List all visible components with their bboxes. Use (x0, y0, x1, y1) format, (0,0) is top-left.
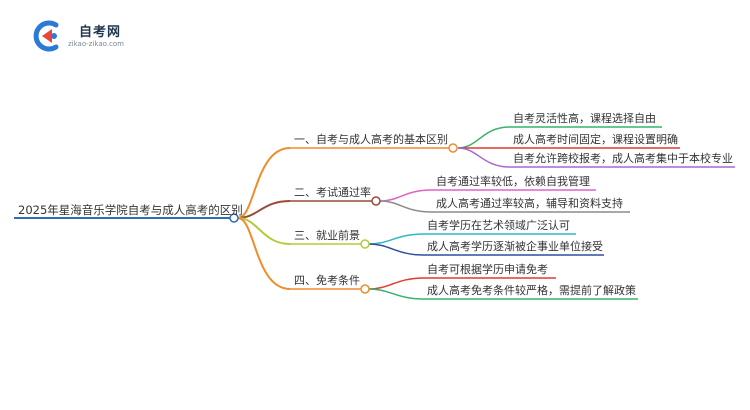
logo-title: 自考网 (79, 25, 122, 40)
branch-3-label[interactable]: 三、就业前景 (294, 229, 360, 242)
logo-url: zikao-zikao.com (68, 40, 124, 48)
branch-1-label[interactable]: 一、自考与成人高考的基本区别 (294, 133, 448, 146)
leaf-3-1-label[interactable]: 自考学历在艺术领域广泛认可 (427, 219, 570, 232)
connector-leaf-3-1 (368, 233, 425, 245)
connector-leaf-3-2 (368, 243, 425, 256)
branch-2-label[interactable]: 二、考试通过率 (294, 186, 371, 199)
branch-4-label[interactable]: 四、免考条件 (294, 274, 360, 287)
leaf-1-3-label[interactable]: 自考允许跨校报考，成人高考集中于本校专业 (513, 152, 733, 165)
logo-emblem-icon (33, 20, 59, 52)
leaf-2-2-label[interactable]: 成人高考通过率较高，辅导和资料支持 (436, 197, 623, 210)
connector-leaf-4-1 (368, 277, 425, 290)
leaf-2-1-label[interactable]: 自考通过率较低，依赖自我管理 (436, 175, 590, 188)
leaf-1-1-label[interactable]: 自考灵活性高，课程选择自由 (513, 112, 656, 125)
connector-leaf-2-1 (379, 189, 433, 202)
connector-leaf-4-2 (368, 288, 425, 300)
mindmap-root-label[interactable]: 2025年星海音乐学院自考与成人高考的区别 (18, 203, 243, 217)
connector-leaf-2-2 (379, 200, 433, 213)
connector-leaf-1-1 (457, 126, 511, 149)
branch-3-collapse-knob (360, 239, 370, 249)
connector-branch-2 (237, 200, 291, 219)
leaf-3-2-label[interactable]: 成人高考学历逐渐被企事业单位接受 (427, 240, 603, 253)
branch-2-collapse-knob (371, 196, 381, 206)
branch-1-collapse-knob (448, 143, 458, 153)
leaf-4-2-label[interactable]: 成人高考免考条件较严格，需提前了解政策 (427, 284, 636, 297)
connector-leaf-1-3 (457, 147, 511, 168)
connector-branch-1 (237, 147, 291, 219)
leaf-1-2-label[interactable]: 成人高考时间固定，课程设置明确 (513, 133, 678, 146)
site-logo[interactable]: 自考网 zikao-zikao.com (30, 19, 170, 53)
root-collapse-knob (229, 213, 239, 223)
leaf-4-1-label[interactable]: 自考可根据学历申请免考 (427, 263, 548, 276)
branch-4-collapse-knob (360, 284, 370, 294)
connector-branch-3 (237, 217, 291, 245)
connector-branch-4 (237, 217, 291, 290)
